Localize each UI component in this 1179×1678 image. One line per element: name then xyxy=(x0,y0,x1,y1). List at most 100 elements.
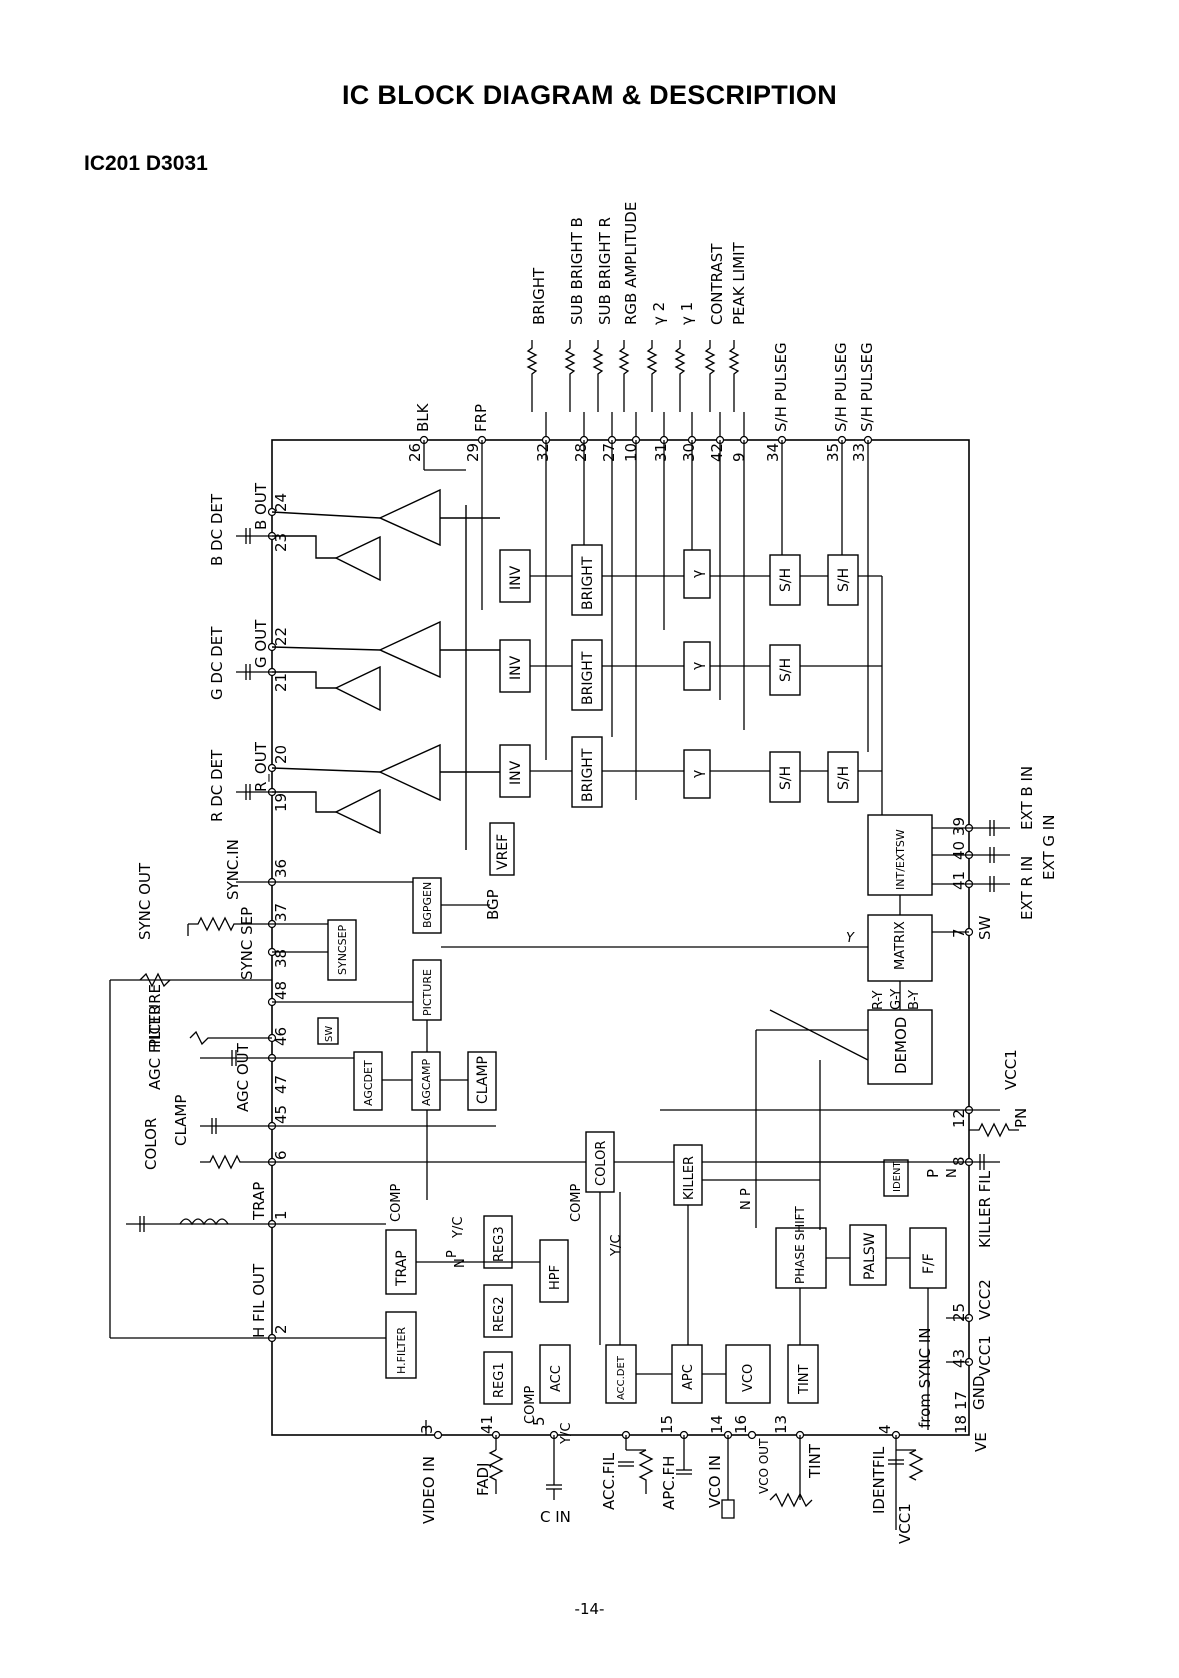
label-g-out: G OUT xyxy=(252,619,270,668)
pin-33: 33 xyxy=(850,443,868,462)
label-comp-2: COMP xyxy=(569,1183,584,1222)
demod-block: DEMOD xyxy=(892,1017,910,1074)
label-apc-fh: APC.FH xyxy=(660,1456,678,1510)
pin-15: 15 xyxy=(658,1415,676,1434)
right-external-components xyxy=(660,820,1019,1363)
left-external-components xyxy=(109,528,272,1339)
phase-shift-block: PHASE SHIFT xyxy=(793,1206,807,1284)
pin-14: 14 xyxy=(708,1415,726,1434)
label-acc-fil: ACC.FIL xyxy=(600,1452,618,1510)
right-labels: EXT B IN EXT G IN EXT R IN SW VCC1 PN KI… xyxy=(924,766,1058,1376)
label-n-1: N xyxy=(453,1258,468,1268)
label-yc-1: Y/C xyxy=(451,1217,466,1239)
reg3-block: REG3 xyxy=(492,1226,507,1262)
label-n-right: N xyxy=(945,1168,960,1178)
label-vcc1: VCC1 xyxy=(976,1335,994,1376)
pin-39: 39 xyxy=(950,817,968,836)
chip-outline xyxy=(271,439,970,1436)
label-ext-g-in: EXT G IN xyxy=(1040,815,1058,880)
pin-5: 5 xyxy=(530,1416,548,1426)
label-sh-pulse-3: S/H PULSEG xyxy=(858,342,876,432)
acc-det-block: ACC.DET xyxy=(616,1355,627,1400)
syncsep-block: SYNCSEP xyxy=(336,924,349,975)
sh-r2-block: S/H xyxy=(836,766,852,790)
label-sub-bright-r: SUB BRIGHT R xyxy=(596,217,614,325)
sh-b1-block: S/H xyxy=(778,568,794,592)
label-bright: BRIGHT xyxy=(530,267,548,325)
label-sh-pulse-2: S/H PULSEG xyxy=(832,342,850,432)
pin-13: 13 xyxy=(772,1415,790,1434)
label-trap: TRAP xyxy=(250,1182,268,1221)
inv-r-block: INV xyxy=(508,760,524,785)
label-r-out: R_OUT xyxy=(252,741,271,792)
label-agc-filter: AGC FILTER xyxy=(146,1005,164,1090)
pin-29: 29 xyxy=(464,443,482,462)
label-sync-sep: SYNC SEP xyxy=(238,907,256,980)
vco-block: VCO xyxy=(741,1364,756,1392)
label-video-in: VIDEO IN xyxy=(420,1456,438,1524)
pin-47: 47 xyxy=(272,1075,290,1094)
tint-block: TINT xyxy=(797,1365,812,1395)
ff-block: F/F xyxy=(921,1253,937,1274)
label-comp-1: COMP xyxy=(389,1183,404,1222)
sh-g1-block: S/H xyxy=(778,658,794,682)
label-clamp: CLAMP xyxy=(172,1095,190,1146)
pin-4: 4 xyxy=(876,1424,894,1434)
label-r-dc-det: R DC DET xyxy=(208,749,226,822)
pin-35: 35 xyxy=(824,443,842,462)
label-pn: PN xyxy=(1012,1108,1030,1128)
top-potentiometers xyxy=(526,340,745,440)
gamma-r-block: γ xyxy=(690,770,706,778)
label-r-y: R-Y xyxy=(871,990,886,1010)
vref-block: VREF xyxy=(495,834,511,870)
label-g-dc-det: G DC DET xyxy=(208,626,226,700)
pin-38: 38 xyxy=(272,949,290,968)
block-labels: INV INV INV BRIGHT BRIGHT BRIGHT γ γ γ S… xyxy=(324,556,937,1400)
pin-30: 30 xyxy=(680,443,698,462)
agcamp-block: AGCAMP xyxy=(420,1058,433,1106)
label-gamma2: γ 2 xyxy=(650,302,668,325)
pin-43: 43 xyxy=(950,1349,968,1368)
internal-switch-labels: COMP Y/C COMP Y/C N P N P xyxy=(389,1183,754,1268)
sh-r1-block: S/H xyxy=(778,766,794,790)
label-b-out: B OUT xyxy=(252,482,270,530)
trap-block: TRAP xyxy=(394,1250,410,1287)
pin-46: 46 xyxy=(272,1027,290,1046)
pin-21: 21 xyxy=(272,673,290,692)
pin-24: 24 xyxy=(272,493,290,512)
label-vcc1-top: VCC1 xyxy=(1002,1049,1020,1090)
color-block: COLOR xyxy=(594,1141,609,1186)
label-c-in: C IN xyxy=(540,1508,571,1526)
pin-28: 28 xyxy=(572,443,590,462)
left-labels: B OUT B DC DET G OUT G DC DET R_OUT R DC… xyxy=(136,482,502,1338)
top-pin-numbers: 26 29 32 28 27 10 31 30 42 9 34 35 33 xyxy=(406,443,868,462)
label-identfil: IDENTFIL xyxy=(870,1446,888,1514)
label-vcc1-bottom: VCC1 xyxy=(896,1503,914,1544)
left-pin-numbers: 24 23 22 21 20 19 36 37 38 48 46 47 45 6… xyxy=(272,493,290,1334)
pin-42: 42 xyxy=(708,443,726,462)
label-p-right: P xyxy=(924,1169,942,1178)
pin-22: 22 xyxy=(272,627,290,646)
matrix-signal-labels: R-Y G-Y B-Y Y xyxy=(846,931,922,1010)
pin-41: 41 xyxy=(950,871,968,890)
h-filter-block: H.FILTER xyxy=(395,1327,408,1374)
apc-block: APC xyxy=(681,1364,696,1390)
label-ve: VE xyxy=(972,1432,990,1452)
label-p-1: P xyxy=(445,1250,460,1258)
label-blk: BLK xyxy=(414,402,432,432)
reg2-block: REG2 xyxy=(492,1296,507,1332)
page-number: -14- xyxy=(574,1600,605,1618)
label-gnd: GND xyxy=(970,1376,988,1410)
pal-sw-block: PALSW xyxy=(862,1232,878,1280)
label-rgb-amplitude: RGB AMPLITUDE xyxy=(622,202,640,325)
pin-17: 17 xyxy=(952,1391,970,1410)
label-frp: FRP xyxy=(472,404,490,432)
label-gamma1: γ 1 xyxy=(678,302,696,325)
label-b-y: B-Y xyxy=(907,990,922,1010)
pin-31: 31 xyxy=(652,443,670,462)
block-rects xyxy=(317,544,947,1405)
pin-18: 18 xyxy=(952,1415,970,1434)
pin-1: 1 xyxy=(272,1210,290,1220)
pin-8: 8 xyxy=(950,1156,968,1166)
gamma-b-block: γ xyxy=(690,570,706,578)
